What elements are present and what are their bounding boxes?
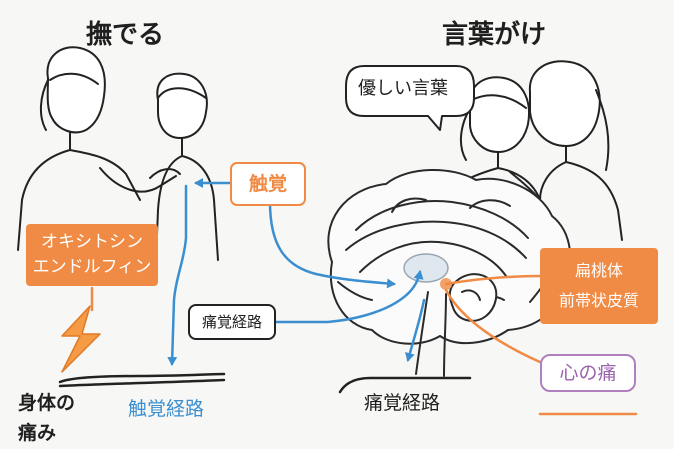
pathway-lines [58,372,472,394]
brain-illustration [327,168,572,377]
brain-region-box: 扁桃体 前帯状皮質 [540,248,658,324]
speech-bubble-shape [345,65,475,131]
right-title: 言葉がけ [442,20,547,50]
region-line2: 前帯状皮質 [558,291,639,310]
body-pain-line1: 身体の [18,392,76,414]
limbic-highlight [403,253,449,283]
touch-label: 触覚 [230,162,306,206]
caregiver-figure [17,46,181,251]
body-pain-line2: 痛み [18,422,57,444]
left-title: 撫でる [86,20,165,50]
blue-arrows [167,178,426,366]
lightning-icon [61,305,101,373]
orange-connectors [90,274,638,416]
heart-pain-box: 心の痛 [540,354,636,392]
child-figure [155,72,219,261]
pain-pathway-box: 痛覚経路 [188,304,276,340]
region-line1: 扁桃体 [574,261,623,280]
speaker-figure [528,60,623,241]
touch-pathway-label: 触覚経路 [128,398,205,420]
oxytocin-box: オキシトシン エンドルフィン [26,224,158,286]
speech-bubble-text: 優しい言葉 [358,78,448,99]
oxytocin-line2: エンドルフィン [32,257,152,277]
oxytocin-line1: オキシトシン [41,232,143,252]
right-pain-pathway-label: 痛覚経路 [364,392,441,414]
